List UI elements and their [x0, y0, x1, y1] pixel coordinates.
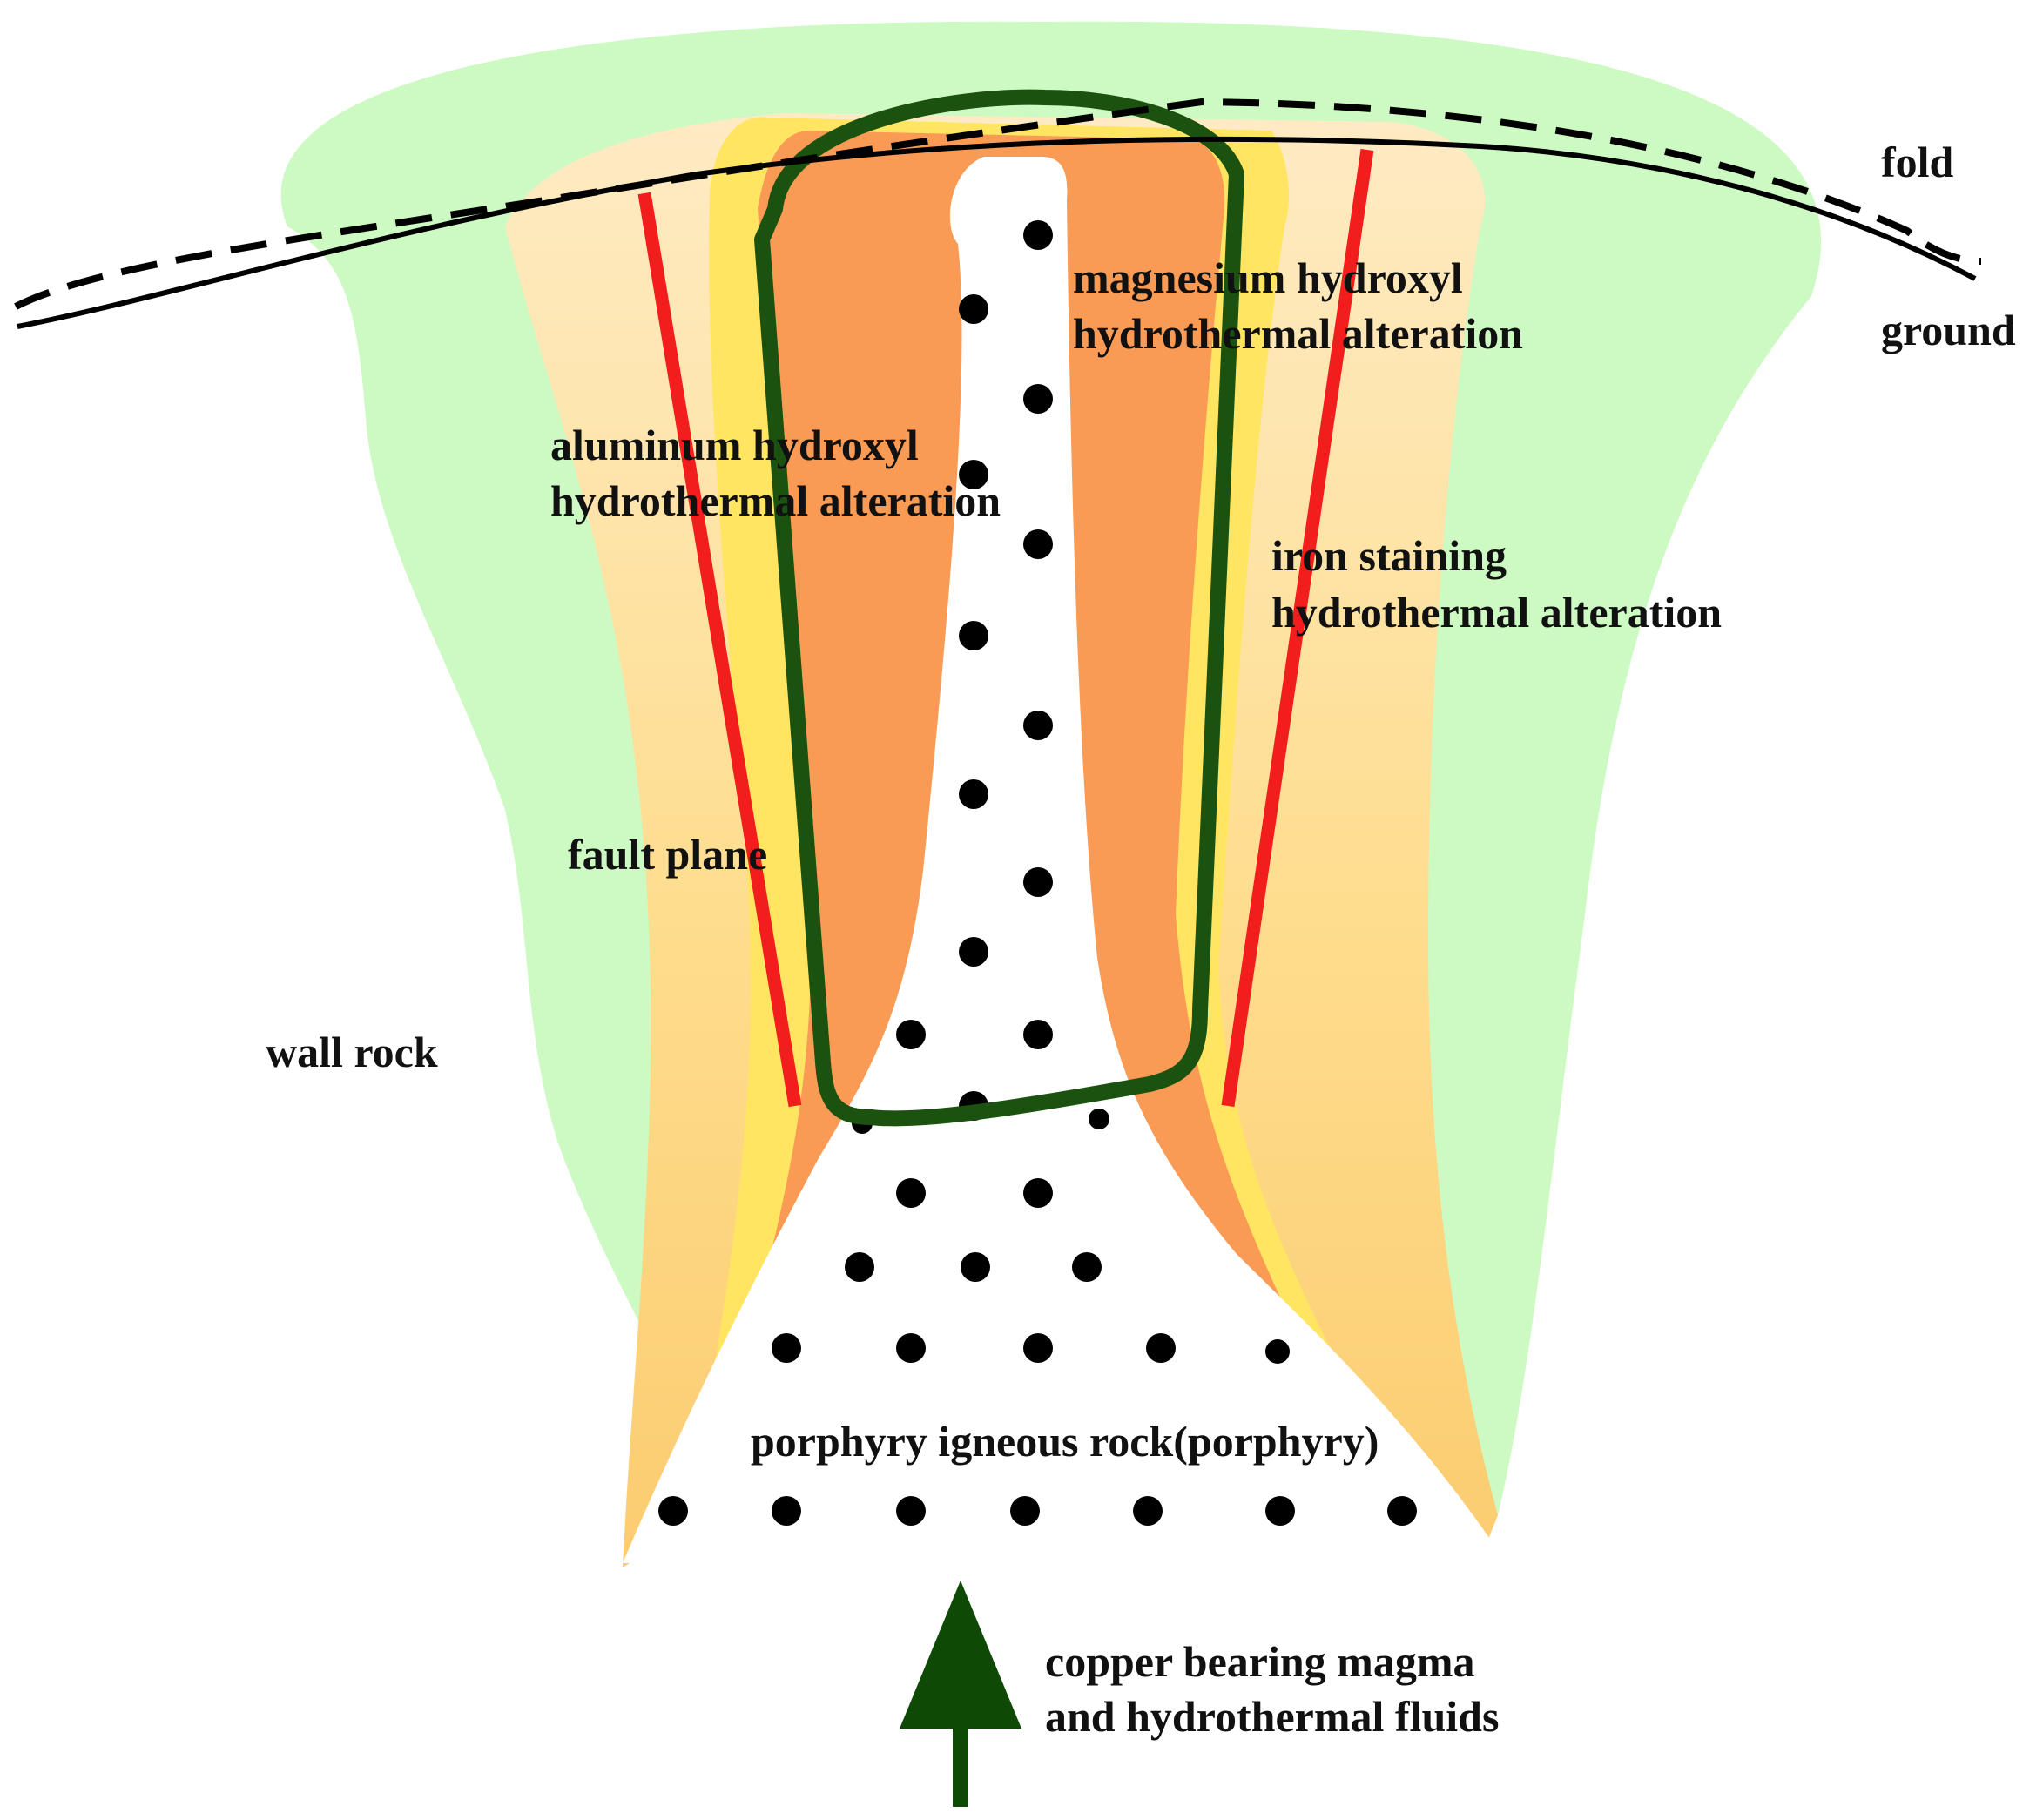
porphyry-label: porphyry igneous rock(porphyry) — [751, 1417, 1379, 1466]
fluids-label-line2: and hydrothermal fluids — [1045, 1692, 1499, 1741]
fold-label: fold — [1881, 138, 1954, 186]
aluminum-label-line1: aluminum hydroxyl — [550, 421, 919, 469]
iron-label-line2: hydrothermal alteration — [1271, 588, 1722, 637]
ground-line — [17, 136, 1977, 329]
fault-plane-right — [1221, 148, 1374, 1108]
iron-staining-outline — [754, 89, 1244, 1127]
fold-line — [14, 98, 1982, 310]
wall-rock-label: wall rock — [266, 1028, 438, 1076]
porphyry-dots — [658, 220, 1417, 1526]
magnesium-label-line1: magnesium hydroxyl — [1073, 253, 1463, 302]
aluminum-label-line2: hydrothermal alteration — [550, 476, 1001, 525]
ground-label: ground — [1881, 306, 2016, 354]
fault-plane-label: fault plane — [568, 830, 767, 879]
magnesium-label-line2: hydrothermal alteration — [1073, 309, 1523, 358]
fault-plane-left — [637, 192, 802, 1108]
fluid-arrow-head — [900, 1581, 1022, 1729]
porphyry-igneous-rock — [623, 157, 1507, 1563]
fluids-label-line1: copper bearing magma — [1045, 1637, 1474, 1686]
iron-label-line1: iron staining — [1271, 531, 1507, 580]
